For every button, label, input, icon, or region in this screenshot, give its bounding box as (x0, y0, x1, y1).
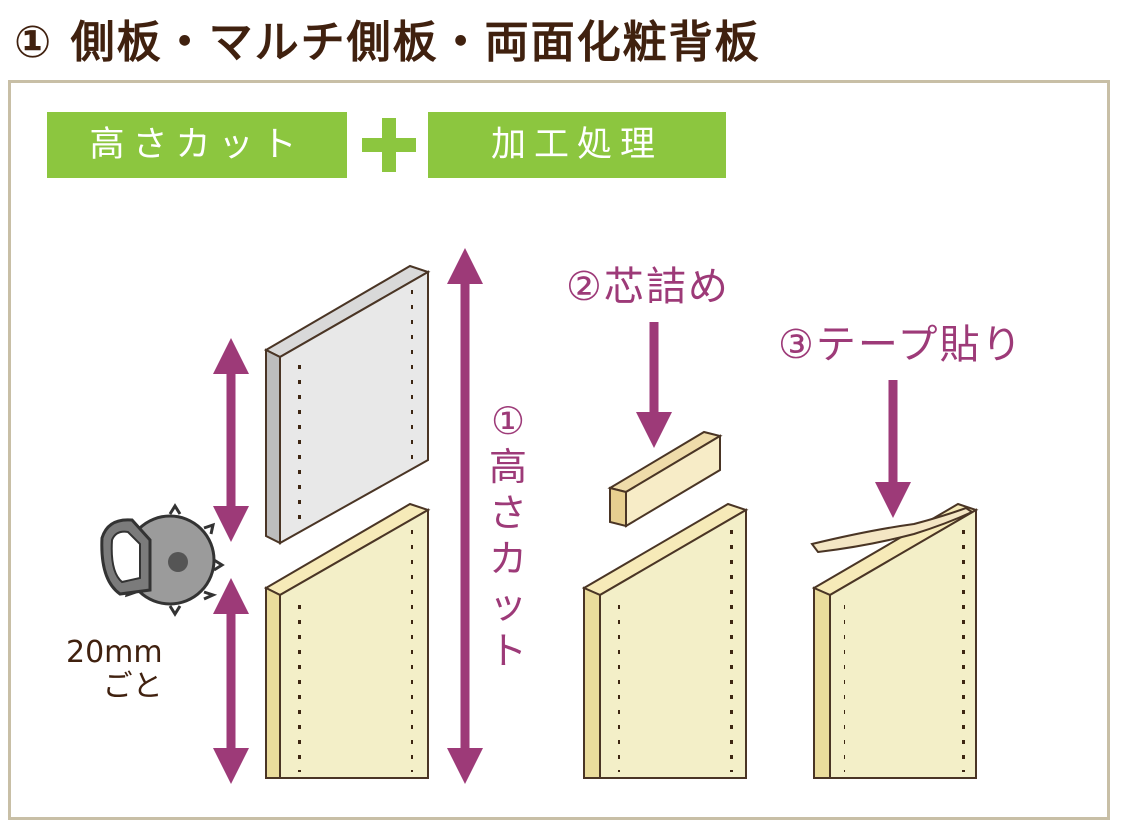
cut-interval-label: 20mm ごと (66, 636, 163, 704)
page-title: ① 側板・マルチ側板・両面化粧背板 (14, 17, 761, 68)
cut-interval-amount: 20mm (66, 635, 163, 670)
circular-saw-icon (100, 503, 225, 617)
step1-char: 高 (488, 445, 527, 489)
plus-icon (362, 118, 416, 172)
side-panel-cut (263, 502, 431, 779)
step1-char: ト (488, 629, 527, 673)
cut-interval-unit: ごと (102, 669, 163, 704)
step1-char: さ (488, 491, 527, 535)
processing-tag: 加工処理 (428, 112, 726, 178)
core-filler-piece (607, 430, 723, 528)
side-panel-core (581, 502, 749, 779)
step1-char: ① (490, 399, 526, 443)
step1-char: カ (488, 537, 527, 581)
step1-char: ッ (488, 583, 527, 627)
cut-off-panel (263, 264, 431, 545)
side-panel-tape (810, 502, 979, 779)
step3-label: ③テープ貼り (778, 322, 1024, 368)
step2-label: ②芯詰め (566, 264, 730, 310)
step1-label: ① 高 さ カ ッ ト (486, 398, 530, 674)
height-cut-tag: 高さカット (47, 112, 347, 178)
